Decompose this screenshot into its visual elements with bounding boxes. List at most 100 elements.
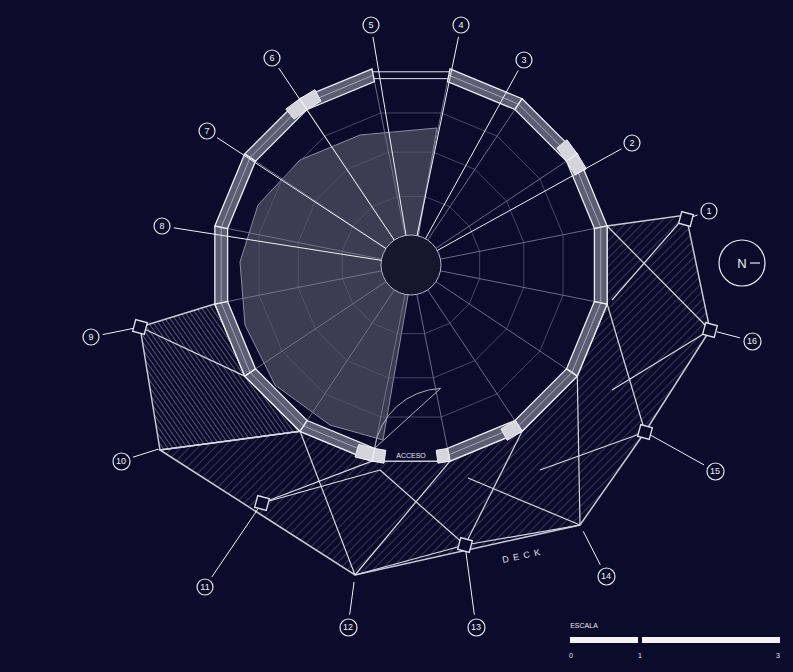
callout-number: 11 <box>196 578 214 596</box>
callout-number-text: 8 <box>159 222 164 231</box>
roof-rib <box>307 290 394 421</box>
wall-core <box>572 303 601 373</box>
wall-core <box>600 227 601 303</box>
roof-rib <box>440 271 594 302</box>
column-footing <box>133 320 148 335</box>
wall-core <box>250 373 303 426</box>
roof-rib <box>228 271 382 302</box>
roof-ring <box>342 196 479 333</box>
circle-outline <box>624 135 640 151</box>
callout-number: 13 <box>467 618 486 637</box>
north-label: N <box>737 257 746 270</box>
column-footing <box>458 538 473 553</box>
leader-line <box>350 582 354 615</box>
callout-number: 8 <box>153 217 171 235</box>
callout-number-text: 14 <box>601 572 611 581</box>
circle-outline <box>701 203 717 219</box>
circle-outline <box>468 619 485 636</box>
leader-line <box>373 37 406 236</box>
callout-number-text: 4 <box>458 21 463 30</box>
callout-number-text: 13 <box>471 623 481 632</box>
leader-line <box>279 68 395 240</box>
circle-outline <box>340 619 357 636</box>
circle-outline <box>197 579 213 595</box>
circle-outline <box>363 17 379 33</box>
callout-number-text: 1 <box>706 207 711 216</box>
deck-beam <box>300 431 355 575</box>
circle-outline <box>453 17 469 33</box>
door-jamb <box>436 448 450 463</box>
door-swing <box>375 388 441 448</box>
leader-line <box>103 328 133 334</box>
column-footing <box>255 496 270 511</box>
wall <box>566 301 607 376</box>
wall <box>447 69 522 110</box>
callout-number: 2 <box>623 134 641 152</box>
scale-title: ESCALA <box>570 622 598 629</box>
callout-number-text: 12 <box>343 623 353 632</box>
roof-rib <box>256 282 387 369</box>
roof-rib <box>375 82 406 236</box>
wall <box>594 226 607 304</box>
leader-line <box>693 215 698 217</box>
callout-number: 4 <box>452 16 470 34</box>
leader-line <box>651 435 704 465</box>
callout-number: 16 <box>743 332 762 351</box>
circle-outline <box>598 568 615 585</box>
circle-outline <box>199 123 215 139</box>
circle-outline <box>707 463 724 480</box>
callout-number-text: 3 <box>521 56 526 65</box>
leader-line <box>583 531 600 565</box>
column-footing <box>679 212 694 227</box>
column-footing <box>638 425 653 440</box>
scale-bar <box>642 637 780 643</box>
roof-rib <box>440 229 594 260</box>
leader-line <box>437 149 621 251</box>
wall-column <box>566 154 586 175</box>
leader-line <box>417 37 458 236</box>
deck-beam <box>607 304 645 432</box>
interior-floor <box>228 82 595 449</box>
callout-number: 6 <box>263 49 281 67</box>
callout-number-text: 15 <box>710 467 720 476</box>
deck-beam <box>577 376 580 525</box>
callout-number: 5 <box>362 16 380 34</box>
callout-number: 10 <box>112 452 131 471</box>
circle-outline <box>516 52 532 68</box>
scale-tick: 3 <box>776 652 780 659</box>
leader-line <box>212 509 258 577</box>
callout-number: 1 <box>700 202 718 220</box>
scale-tick: 1 <box>638 652 642 659</box>
wall <box>300 420 375 461</box>
deck-beam <box>612 215 686 300</box>
roof-rib <box>417 294 448 448</box>
wall <box>245 369 307 431</box>
deck-beam <box>468 478 580 525</box>
deck-beam <box>465 525 580 545</box>
leader-line <box>466 552 474 615</box>
wall-core <box>221 303 250 373</box>
leader-line <box>133 449 158 457</box>
deck-beam <box>380 470 465 545</box>
roof-rib <box>428 110 515 241</box>
callout-number: 12 <box>339 618 358 637</box>
roof-rib <box>228 229 382 260</box>
wall <box>245 99 307 161</box>
north-arrow: N <box>718 239 766 287</box>
deck-beam <box>262 461 372 503</box>
leader-line <box>425 71 518 239</box>
north-line <box>750 262 760 263</box>
callout-number-text: 10 <box>116 457 126 466</box>
deck-beam <box>607 226 710 330</box>
deck-beam <box>540 432 645 470</box>
wall-core <box>221 227 222 303</box>
wall <box>215 226 228 304</box>
circle-outline <box>744 333 761 350</box>
deck-label: D E C K <box>500 546 545 566</box>
wall-column <box>355 445 374 462</box>
callout-number-text: 2 <box>629 139 634 148</box>
callout-number: 9 <box>82 328 100 346</box>
window <box>373 71 450 72</box>
